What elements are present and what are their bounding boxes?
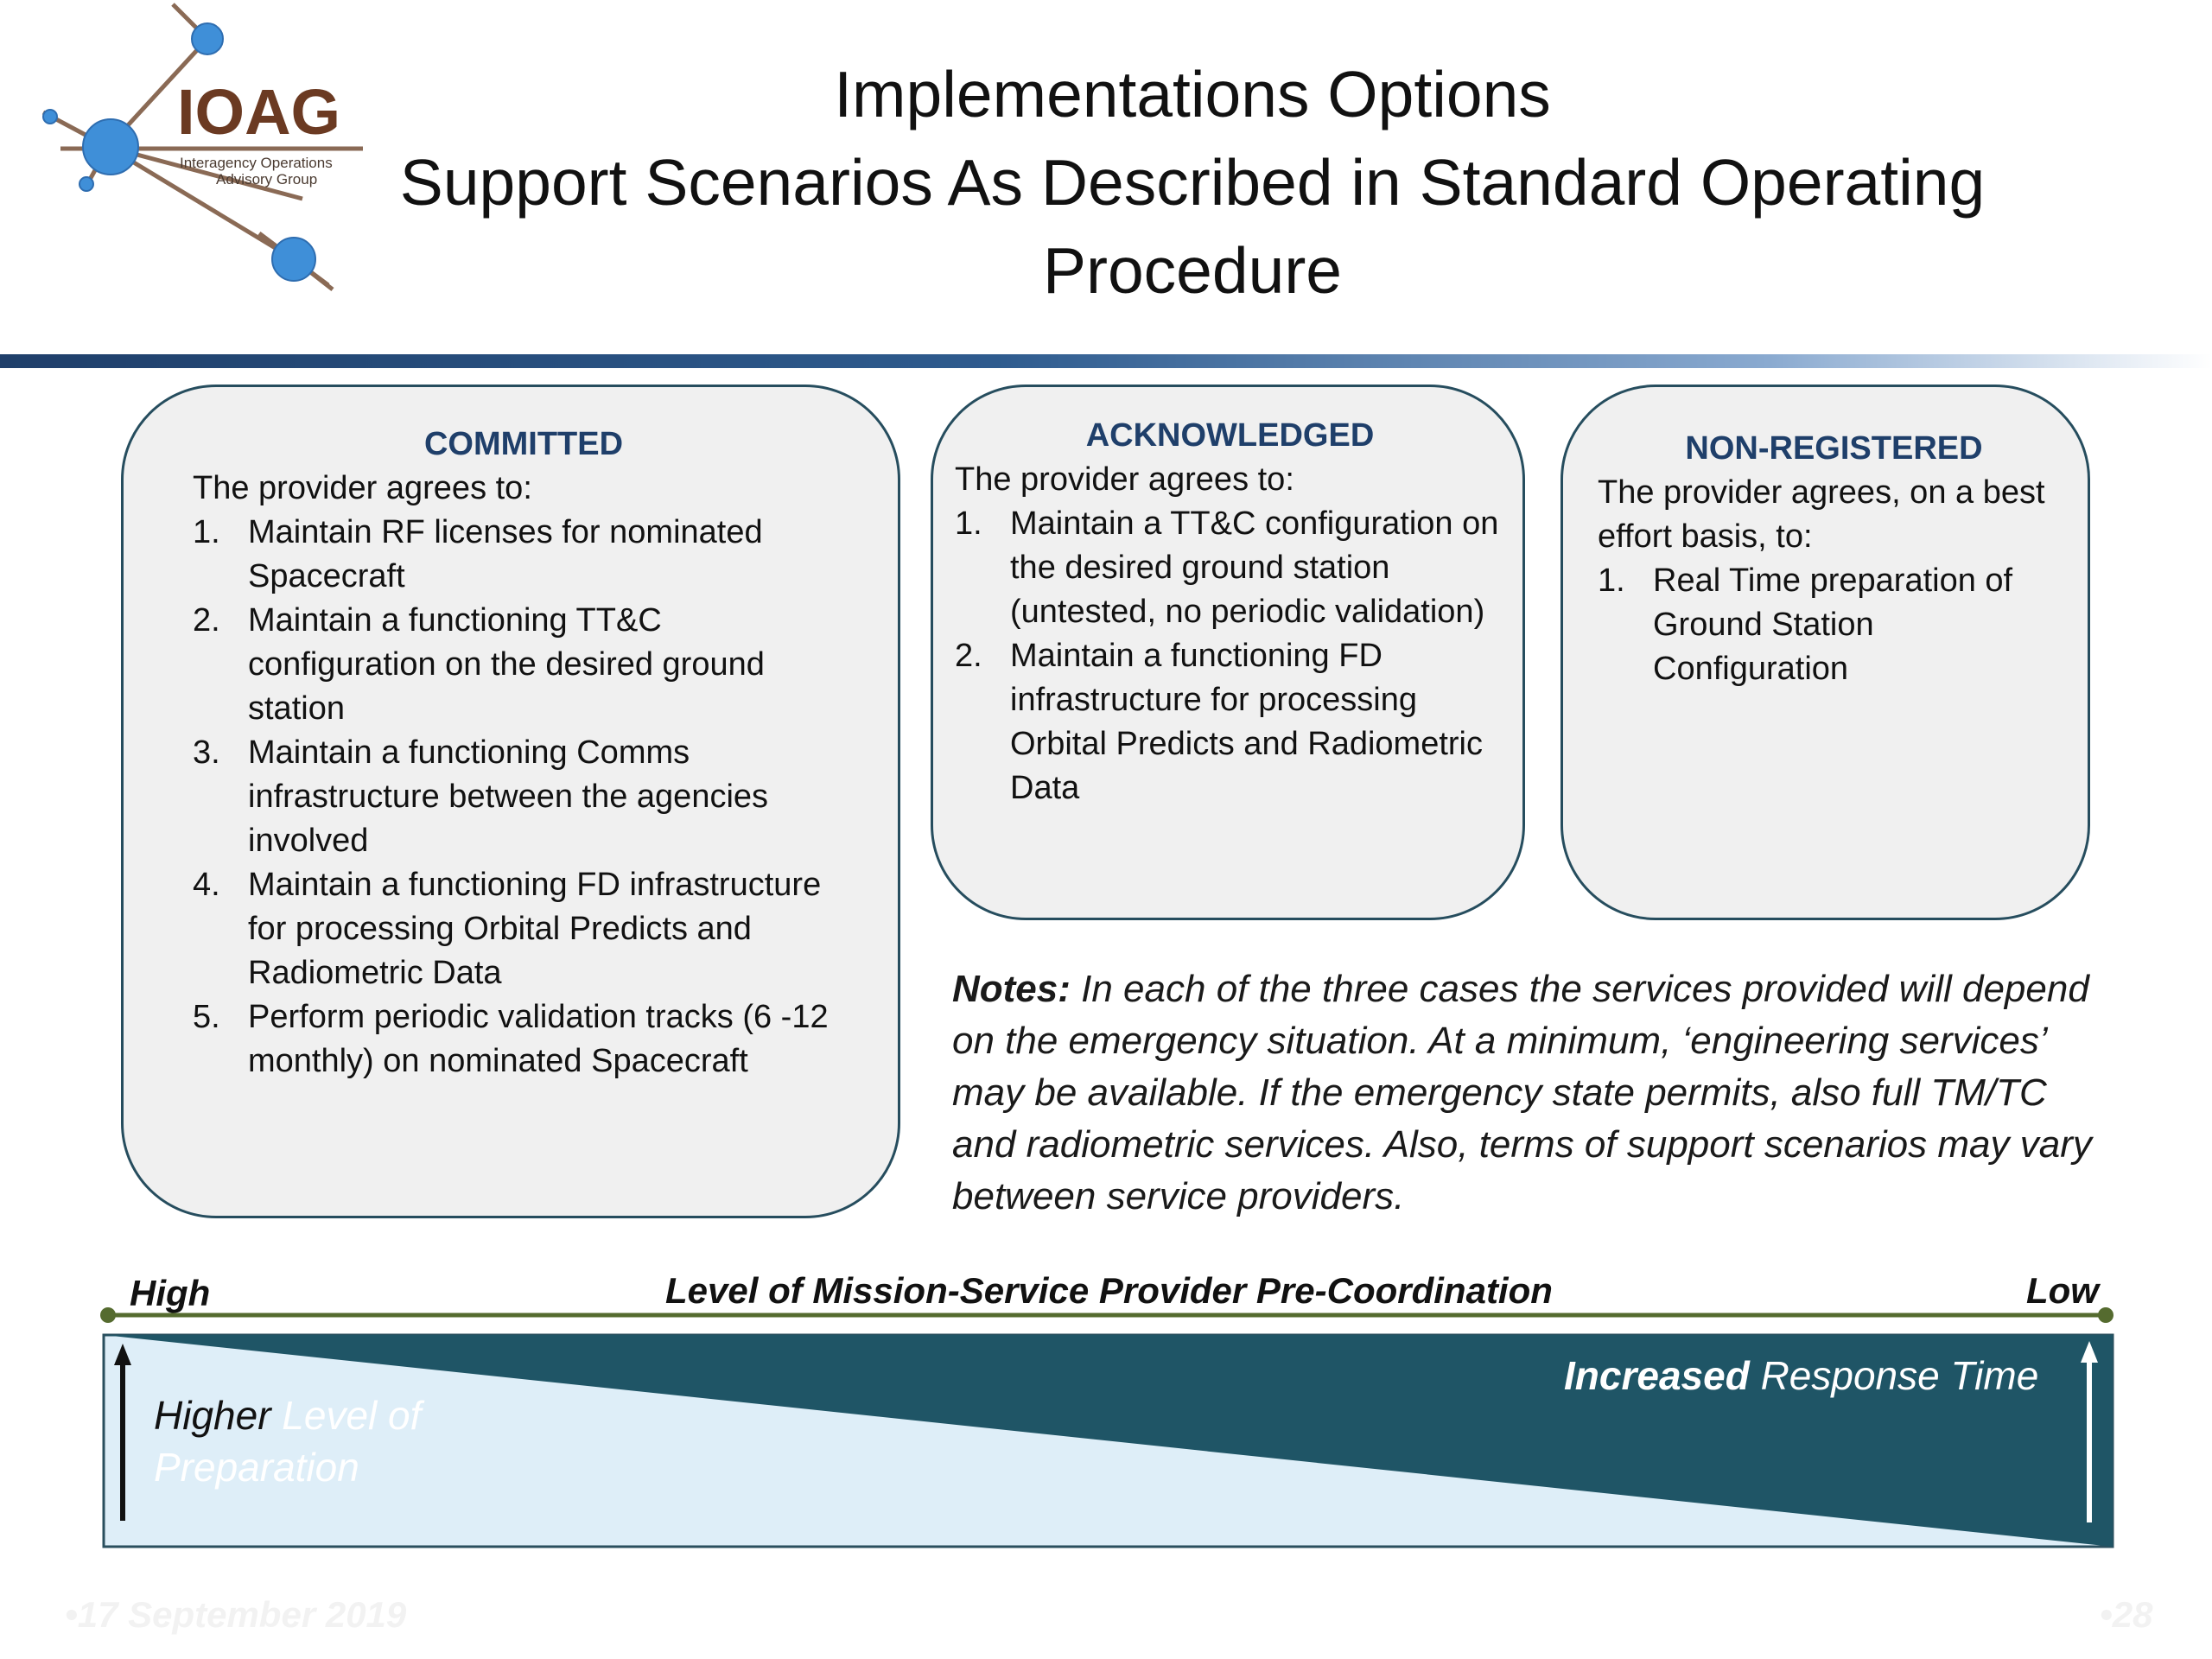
committed-card: COMMITTED The provider agrees to: 1. Main… — [121, 385, 900, 1218]
committed-heading: COMMITTED — [423, 426, 624, 462]
scale-high-label: High — [130, 1273, 211, 1313]
response-time-wedge — [104, 1335, 2113, 1547]
title-line-1: Implementations Options — [834, 58, 1551, 130]
list-text: Maintain a functioning FD infrastructure… — [1010, 638, 1483, 806]
response-time-rest: Response Time — [1749, 1353, 2039, 1398]
non-registered-heading: NON-REGISTERED — [1685, 430, 1983, 467]
footer-date: •17 September 2019 — [65, 1594, 407, 1635]
acknowledged-intro: The provider agrees to: — [955, 461, 1294, 498]
notes-label: Notes: — [952, 968, 1071, 1010]
list-item: 2. Maintain a functioning TT&C configurat… — [193, 599, 855, 731]
ioag-logo: IOAG Interagency Operations Advisory Gro… — [41, 3, 363, 291]
scale-endpoint-low — [2098, 1307, 2113, 1323]
acknowledged-heading: ACKNOWLEDGED — [1085, 417, 1375, 454]
list-item: 1. Maintain a TT&C configuration on the d… — [955, 502, 1505, 634]
notes-paragraph: Notes: In each of the three cases the se… — [952, 963, 2110, 1223]
non-registered-intro: The provider agrees, on a best effort ba… — [1598, 474, 2045, 555]
list-number: 3. — [193, 734, 220, 771]
list-item: 3. Maintain a functioning Comms infrastru… — [193, 731, 855, 863]
header-divider — [0, 354, 2212, 368]
scale-endpoint-high — [100, 1307, 116, 1323]
list-text: Maintain a TT&C configuration on the des… — [1010, 505, 1499, 630]
list-text: Perform periodic validation tracks (6 -1… — [248, 999, 829, 1079]
list-number: 1. — [955, 505, 982, 542]
list-item: 1. Maintain RF licenses for nominated Spa… — [193, 511, 855, 599]
list-number: 4. — [193, 867, 220, 903]
list-text: Maintain a functioning Comms infrastruct… — [248, 734, 769, 859]
logo-acronym: IOAG — [177, 76, 340, 148]
non-registered-card: NON-REGISTERED The provider agrees, on a… — [1560, 385, 2090, 920]
response-time-label: Increased Response Time — [1564, 1352, 2038, 1399]
list-text: Real Time preparation of Ground Station … — [1653, 563, 2013, 687]
list-number: 2. — [955, 638, 982, 674]
list-number: 1. — [193, 514, 220, 550]
committed-list: 1. Maintain RF licenses for nominated Spa… — [193, 511, 855, 1084]
list-text: Maintain RF licenses for nominated Space… — [248, 514, 763, 594]
list-number: 1. — [1598, 563, 1625, 599]
response-time-bold: Increased — [1564, 1353, 1750, 1398]
non-registered-list: 1. Real Time preparation of Ground Statio… — [1598, 559, 2070, 691]
list-item: 1. Real Time preparation of Ground Statio… — [1598, 559, 2070, 691]
slide-title: Implementations Options Support Scenario… — [372, 50, 2013, 315]
scale-axis-title: Level of Mission-Service Provider Pre-Co… — [665, 1270, 1553, 1311]
title-line-3: Procedure — [1042, 234, 1343, 307]
list-number: 2. — [193, 602, 220, 639]
preparation-arrow-icon — [114, 1344, 131, 1365]
committed-intro: The provider agrees to: — [193, 470, 532, 506]
preparation-label-bold: Higher — [154, 1393, 271, 1438]
preparation-label-rest: Level of Preparation — [154, 1393, 422, 1490]
scale-low-label: Low — [2026, 1270, 2099, 1311]
list-item: 2. Maintain a functioning FD infrastructu… — [955, 634, 1505, 810]
list-text: Maintain a functioning TT&C configuratio… — [248, 602, 765, 727]
list-text: Maintain a functioning FD infrastructure… — [248, 867, 822, 991]
logo-subtitle-line1: Interagency Operations — [180, 155, 333, 171]
notes-text: In each of the three cases the services … — [952, 968, 2092, 1217]
title-line-2: Support Scenarios As Described in Standa… — [399, 146, 1986, 219]
acknowledged-list: 1. Maintain a TT&C configuration on the d… — [955, 502, 1505, 810]
list-item: 4. Maintain a functioning FD infrastructu… — [193, 863, 855, 995]
acknowledged-card: ACKNOWLEDGED The provider agrees to: 1. M… — [931, 385, 1525, 920]
logo-subtitle-line2: Advisory Group — [216, 171, 317, 188]
preparation-label: Higher Level of Preparation — [154, 1389, 517, 1493]
list-item: 5. Perform periodic validation tracks (6 … — [193, 995, 855, 1084]
response-arrow-icon — [2081, 1341, 2098, 1363]
list-number: 5. — [193, 999, 220, 1035]
footer-page-number: •28 — [2100, 1594, 2153, 1635]
